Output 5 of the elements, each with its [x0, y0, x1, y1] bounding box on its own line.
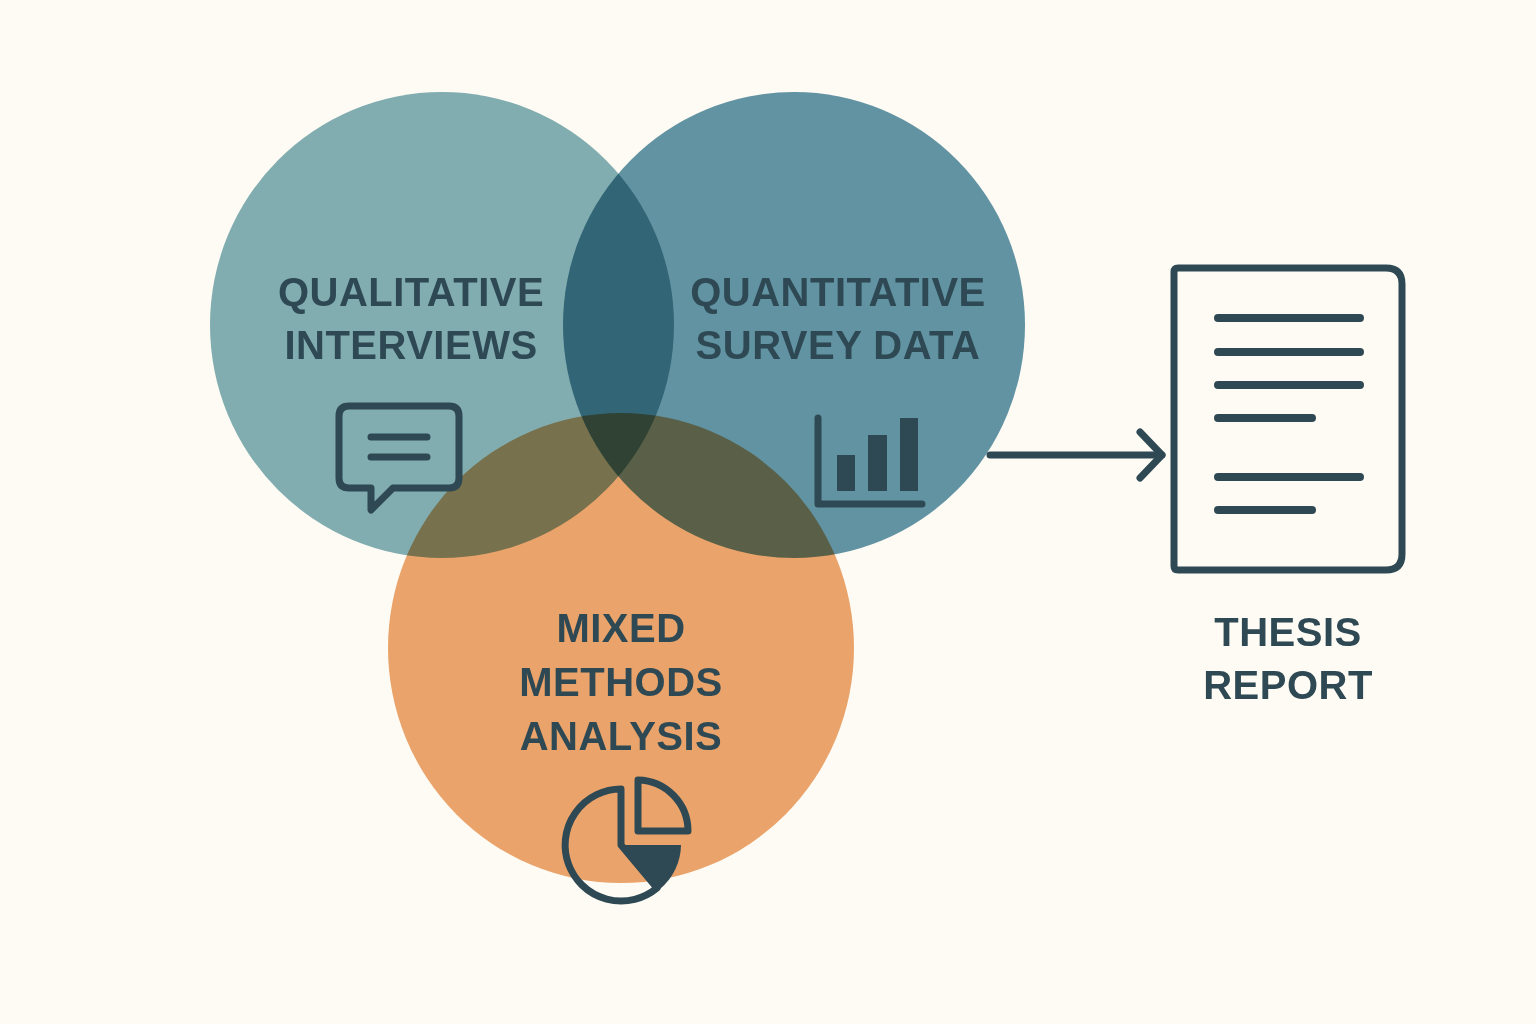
- circle-label: MIXED METHODS ANALYSIS: [518, 605, 724, 760]
- document-label: THESIS REPORT: [1202, 609, 1374, 709]
- circle-label: QUANTITATIVE SURVEY DATA: [689, 269, 987, 369]
- arrow: [986, 428, 1166, 482]
- circle-label: QUALITATIVE INTERVIEWS: [276, 269, 546, 369]
